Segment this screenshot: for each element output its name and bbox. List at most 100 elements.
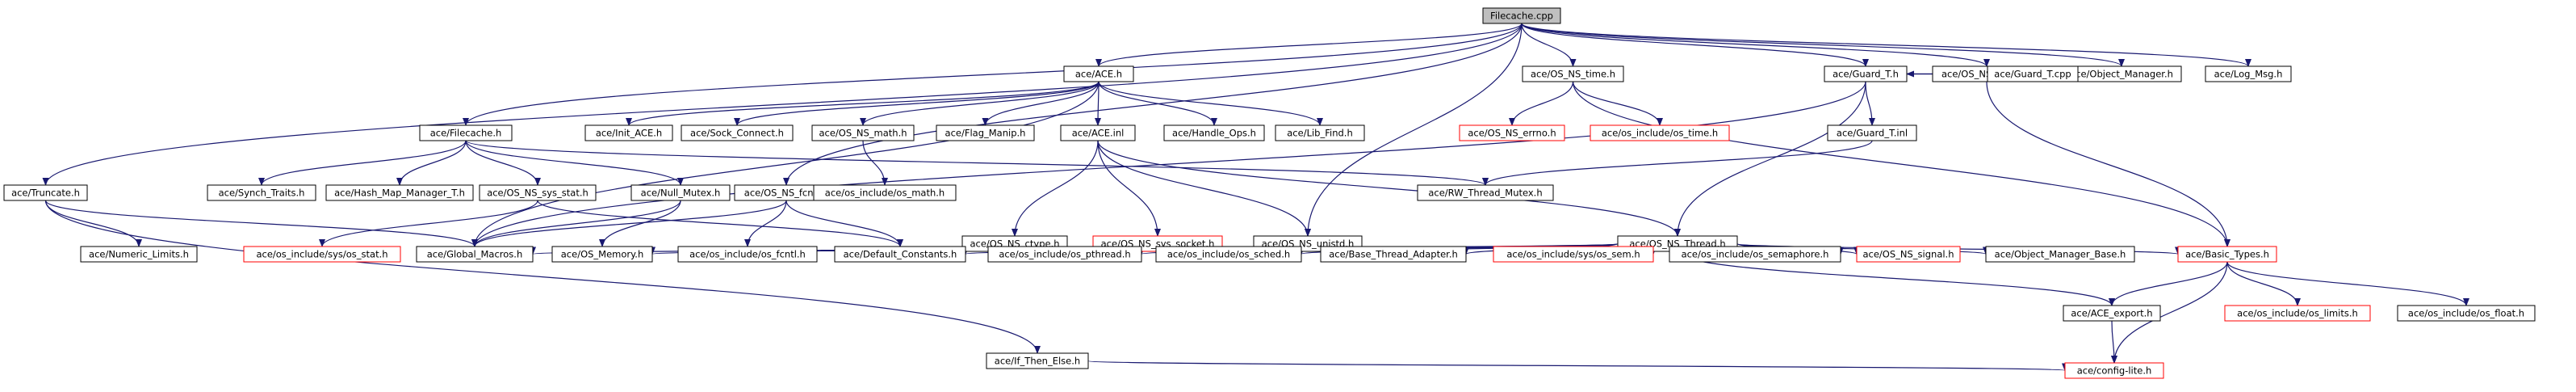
node-label: ace/os_include/os_limits.h: [2237, 308, 2358, 319]
node-label: ace/ACE.h: [1075, 69, 1122, 80]
node-numeric-limits-h[interactable]: ace/Numeric_Limits.h: [80, 246, 198, 263]
node-guard-t-h[interactable]: ace/Guard_T.h: [1824, 65, 1908, 82]
node-box: [3, 184, 88, 201]
edge-ace_inl-to-os_ns_thread_h: [1097, 140, 1681, 237]
node-os-ns-errno-h[interactable]: ace/OS_NS_errno.h: [1459, 124, 1565, 141]
edge-filecache_cpp-to-log_msg_h: [1521, 23, 2251, 67]
node-label: ace/Guard_T.cpp: [1994, 69, 2071, 80]
node-box: [2205, 65, 2292, 82]
node-label: ace/Synch_Traits.h: [219, 188, 305, 199]
node-box: [1493, 246, 1654, 263]
node-if-then-else-h[interactable]: ace/If_Then_Else.h: [986, 352, 1089, 369]
edge-filecache_cpp-to-guard_t_h: [1521, 23, 1869, 67]
node-box: [1856, 246, 1961, 263]
edge-guard_t_h-to-guard_t_inl: [1865, 81, 1875, 126]
node-guard-t-inl[interactable]: ace/Guard_T.inl: [1827, 124, 1917, 141]
node-config-lite-h[interactable]: ace/config-lite.h: [2064, 362, 2164, 379]
node-lib-find-h[interactable]: ace/Lib_Find.h: [1275, 124, 1365, 141]
node-base-thread-adapter-h[interactable]: ace/Base_Thread_Adapter.h: [1320, 246, 1467, 263]
node-os-ns-math-h[interactable]: ace/OS_NS_math.h: [811, 124, 915, 141]
edge-basic_types_h-to-os_include_os_limits_h: [2226, 261, 2301, 306]
edge-filecache_cpp-to-filecache_h: [463, 23, 1523, 126]
edge-basic_types_h-to-config_lite_h: [2111, 261, 2228, 364]
edge-ace_h-to-init_ace_h: [626, 81, 1100, 126]
node-label: ace/Filecache.h: [430, 128, 502, 139]
node-global-macros-h[interactable]: ace/Global_Macros.h: [416, 246, 534, 263]
node-object-manager-h[interactable]: ace/Object_Manager.h: [2061, 65, 2182, 82]
node-os-ns-fcntl-h[interactable]: ace/OS_NS_fcntl.h: [734, 184, 839, 201]
node-label: ace/os_include/sys/os_sem.h: [1506, 249, 1640, 260]
node-hash-map-manager-t-h[interactable]: ace/Hash_Map_Manager_T.h: [325, 184, 474, 201]
node-label: ace/Handle_Ops.h: [1172, 128, 1256, 139]
node-box: [1060, 124, 1136, 141]
edge-filecache_h-to-os_ns_sys_stat_h: [465, 140, 541, 186]
node-label: ace/Object_Manager_Base.h: [1995, 249, 2126, 260]
node-synch-traits-h[interactable]: ace/Synch_Traits.h: [207, 184, 316, 201]
node-label: ace/OS_NS_math.h: [819, 128, 907, 139]
node-os-ns-sys-stat-h[interactable]: ace/OS_NS_sys_stat.h: [479, 184, 597, 201]
edge-filecache_h-to-hash_map_manager_t_h: [396, 140, 467, 186]
node-null-mutex-h[interactable]: ace/Null_Mutex.h: [630, 184, 731, 201]
node-box: [1417, 184, 1554, 201]
node-label: ace/OS_NS_errno.h: [1468, 128, 1556, 139]
node-box: [681, 124, 794, 141]
node-handle-ops-h[interactable]: ace/Handle_Ops.h: [1163, 124, 1265, 141]
node-label: ace/os_include/os_math.h: [825, 188, 945, 199]
edge-filecache_cpp-to-os_ns_fcntl_h: [783, 23, 1523, 186]
node-init-ace-h[interactable]: ace/Init_ACE.h: [584, 124, 673, 141]
node-sock-connect-h[interactable]: ace/Sock_Connect.h: [681, 124, 794, 141]
node-os-include-os-sched-h[interactable]: ace/os_include/os_sched.h: [1155, 246, 1302, 263]
node-box: [2063, 305, 2161, 322]
node-os-include-os-pthread-h[interactable]: ace/os_include/os_pthread.h: [987, 246, 1142, 263]
node-label: ace/os_include/os_semaphore.h: [1682, 249, 1829, 260]
edge-ace_inl-to-os_ns_unistd_h: [1097, 140, 1311, 237]
node-label: ace/config-lite.h: [2077, 365, 2152, 377]
node-box: [243, 246, 401, 263]
node-rw-thread-mutex-h[interactable]: ace/RW_Thread_Mutex.h: [1417, 184, 1554, 201]
node-flag-manip-h[interactable]: ace/Flag_Manip.h: [936, 124, 1035, 141]
node-os-include-os-limits-h[interactable]: ace/os_include/os_limits.h: [2224, 305, 2371, 322]
node-box: [1522, 65, 1624, 82]
node-label: ace/os_include/os_pthread.h: [999, 249, 1130, 260]
node-ace-h[interactable]: ace/ACE.h: [1063, 65, 1134, 82]
node-ace-inl[interactable]: ace/ACE.inl: [1060, 124, 1136, 141]
node-os-include-os-float-h[interactable]: ace/os_include/os_float.h: [2397, 305, 2536, 322]
node-box: [1275, 124, 1365, 141]
edge-ace_h-to-flag_manip_h: [982, 81, 1100, 126]
node-os-include-os-fcntl-h[interactable]: ace/os_include/os_fcntl.h: [677, 246, 818, 263]
node-label: ace/ACE_export.h: [2071, 308, 2152, 319]
edge-filecache_h-to-rw_thread_mutex_h: [465, 140, 1489, 186]
node-os-include-os-time-h[interactable]: ace/os_include/os_time.h: [1590, 124, 1730, 141]
node-os-ns-time-h[interactable]: ace/OS_NS_time.h: [1522, 65, 1624, 82]
node-filecache-cpp[interactable]: Filecache.cpp: [1482, 7, 1561, 24]
node-os-include-sys-os-sem-h[interactable]: ace/os_include/sys/os_sem.h: [1493, 246, 1654, 263]
node-label: ace/Sock_Connect.h: [690, 128, 784, 139]
node-box: [987, 246, 1142, 263]
node-guard-t-cpp[interactable]: ace/Guard_T.cpp: [1987, 65, 2079, 82]
node-object-manager-base-h[interactable]: ace/Object_Manager_Base.h: [1985, 246, 2135, 263]
edge-basic_types_h-to-os_include_os_float_h: [2226, 261, 2469, 306]
node-ace-export-h[interactable]: ace/ACE_export.h: [2063, 305, 2161, 322]
node-filecache-h[interactable]: ace/Filecache.h: [419, 124, 513, 141]
edge-os_ns_sys_stat_h-to-default_constants_h: [537, 200, 903, 247]
node-os-ns-signal-h[interactable]: ace/OS_NS_signal.h: [1856, 246, 1961, 263]
node-os-include-os-semaphore-h[interactable]: ace/os_include/os_semaphore.h: [1669, 246, 1841, 263]
node-box: [630, 184, 731, 201]
node-label: ace/Base_Thread_Adapter.h: [1329, 249, 1458, 260]
edge-os_ns_time_h-to-os_ns_errno_h: [1509, 81, 1574, 126]
node-box: [1824, 65, 1908, 82]
node-basic-types-h[interactable]: ace/Basic_Types.h: [2177, 246, 2277, 263]
node-truncate-h[interactable]: ace/Truncate.h: [3, 184, 88, 201]
node-default-constants-h[interactable]: ace/Default_Constants.h: [834, 246, 966, 263]
dependency-nodes: Filecache.cpp ace/Truncate.h ace/Filecache…: [3, 7, 2536, 379]
node-label: ace/os_include/os_time.h: [1602, 128, 1718, 139]
node-log-msg-h[interactable]: ace/Log_Msg.h: [2205, 65, 2292, 82]
node-box: [1155, 246, 1302, 263]
node-box: [1482, 7, 1561, 24]
edge-null_mutex_h-to-global_macros_h: [471, 200, 681, 247]
node-os-include-sys-os-stat-h[interactable]: ace/os_include/sys/os_stat.h: [243, 246, 401, 263]
node-os-memory-h[interactable]: ace/OS_Memory.h: [551, 246, 653, 263]
node-os-include-os-math-h[interactable]: ace/os_include/os_math.h: [813, 184, 957, 201]
edge-truncate_h-to-numeric_limits_h: [44, 200, 142, 247]
